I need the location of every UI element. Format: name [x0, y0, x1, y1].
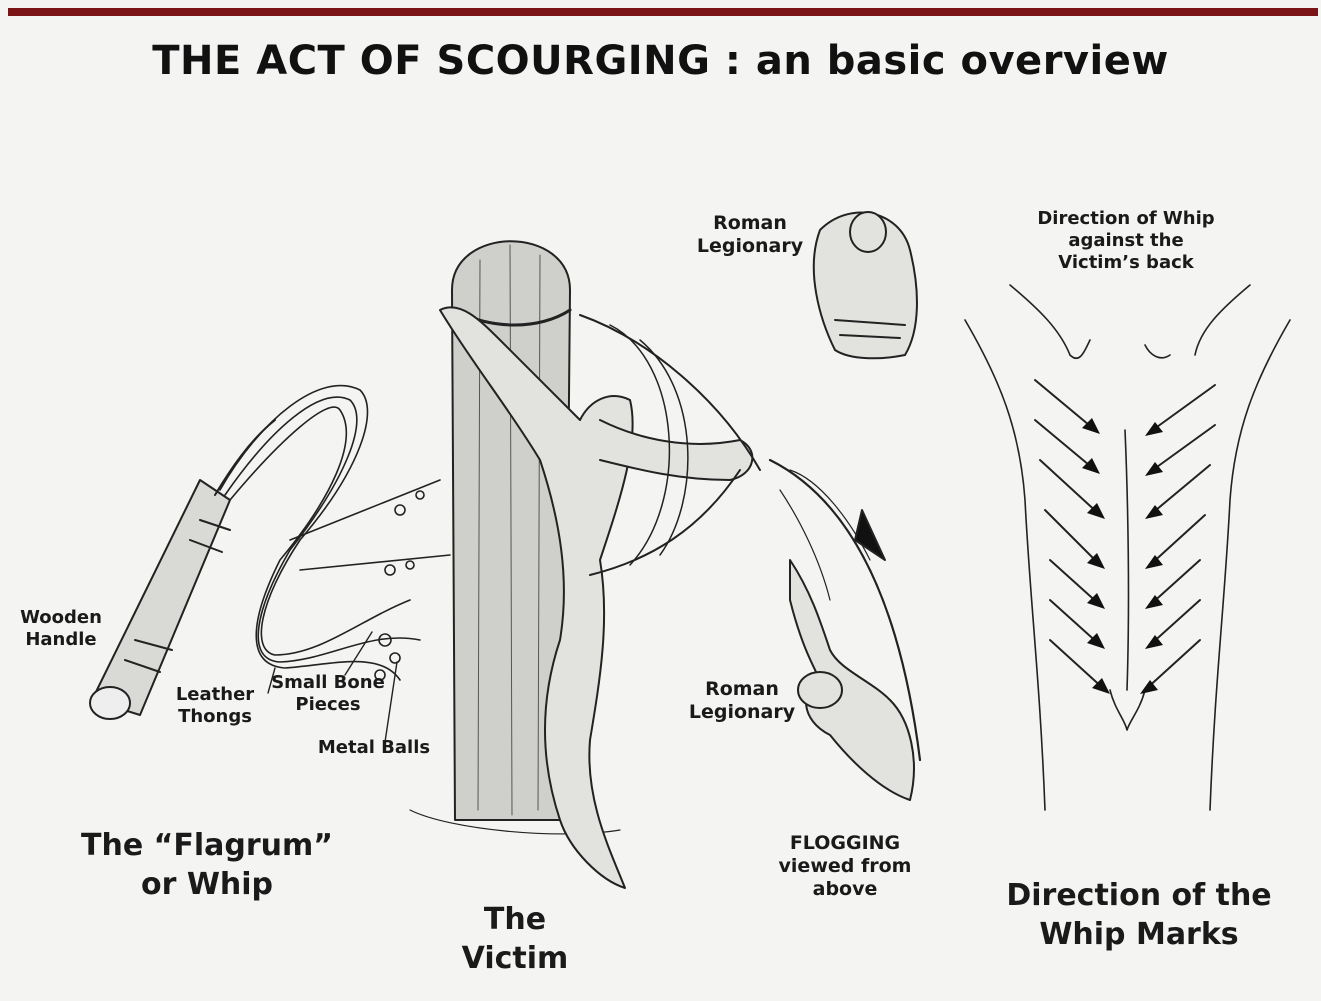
caption-whip-marks: Direction of theWhip Marks [978, 876, 1300, 954]
label-metal-balls: Metal Balls [312, 737, 436, 759]
whip-thongs-drawing [220, 386, 450, 680]
whip-direction-arrows [1035, 380, 1215, 690]
caption-victim: TheVictim [420, 900, 610, 978]
label-flogging-viewed-from-above: FLOGGING viewed from above [770, 832, 920, 902]
label-small-bone-pieces: Small BonePieces [268, 672, 388, 716]
label-roman-legionary-top: RomanLegionary [694, 212, 806, 258]
legionary-bottom-drawing [790, 560, 914, 800]
legionary-top-drawing [814, 212, 917, 358]
label-roman-legionary-bottom: RomanLegionary [686, 678, 798, 724]
label-wooden-handle: WoodenHandle [14, 607, 108, 651]
caption-flagrum: The “Flagrum”or Whip [52, 826, 362, 904]
label-direction-of-whip-against-back: Direction of Whip against the Victim’s b… [1016, 208, 1236, 274]
label-leather-thongs: LeatherThongs [168, 684, 262, 728]
arrowheads [1082, 418, 1163, 694]
torso-drawing [965, 285, 1290, 810]
